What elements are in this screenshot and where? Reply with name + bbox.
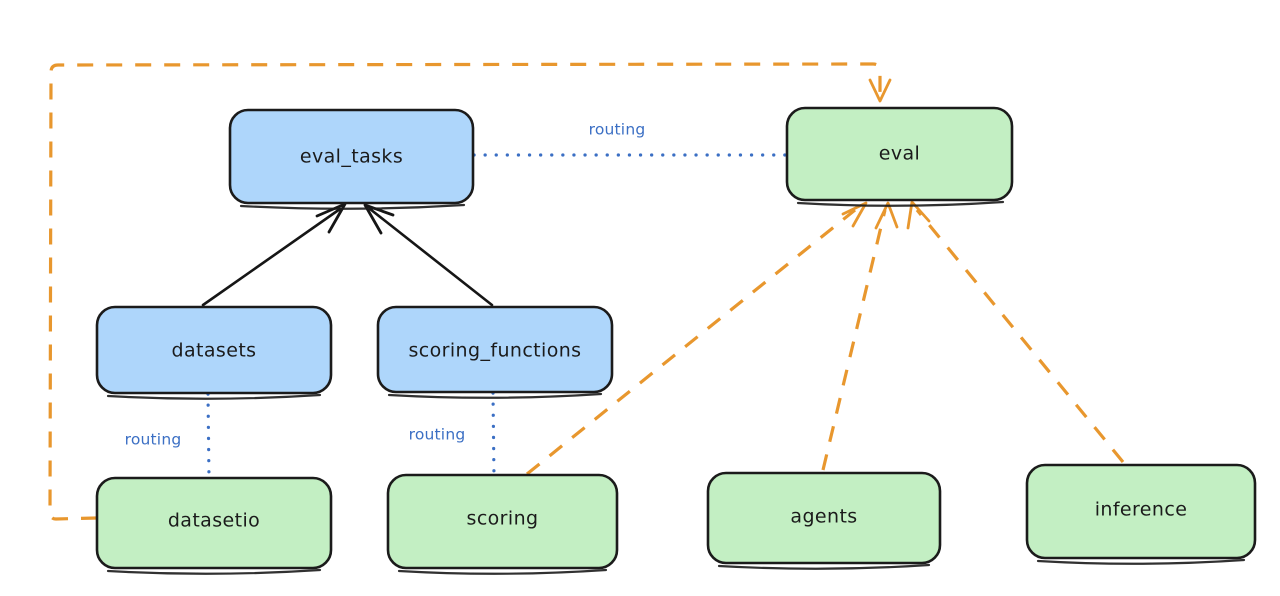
node-label-eval: eval — [879, 143, 920, 165]
edge-label-routing-eval: routing — [589, 121, 646, 139]
node-scoring[interactable]: scoring — [386, 473, 619, 575]
edge-agents-eval[interactable] — [821, 201, 899, 471]
node-label-scoring: scoring — [467, 508, 539, 530]
node-eval-tasks[interactable]: eval_tasks — [228, 108, 475, 210]
edge-datasetio-eval[interactable] — [48, 62, 892, 521]
edge-datasets-datasetio[interactable] — [206, 392, 211, 480]
edge-scoring-eval[interactable] — [525, 201, 868, 476]
node-label-inference: inference — [1095, 499, 1188, 521]
node-label-datasets: datasets — [172, 340, 257, 362]
node-label-eval-tasks: eval_tasks — [300, 146, 403, 168]
node-agents[interactable]: agents — [706, 471, 942, 570]
node-datasetio[interactable]: datasetio — [95, 476, 333, 575]
node-scoring-functions[interactable]: scoring_functions — [376, 305, 614, 399]
node-label-agents: agents — [790, 506, 857, 528]
node-inference[interactable]: inference — [1025, 463, 1257, 565]
edge-label-routing-datasetio: routing — [125, 431, 182, 449]
node-label-scoring-functions: scoring_functions — [409, 340, 582, 362]
node-datasets[interactable]: datasets — [95, 305, 333, 400]
edge-scoring-functions-scoring[interactable] — [491, 391, 496, 478]
edge-label-layer: routing routing routing — [125, 121, 646, 449]
edge-layer — [48, 62, 1125, 521]
node-eval[interactable]: eval — [785, 106, 1014, 207]
edge-datasets-eval-tasks[interactable] — [201, 202, 347, 307]
edge-label-routing-scoring: routing — [409, 426, 466, 444]
edge-scoring-functions-eval-tasks[interactable] — [363, 203, 494, 307]
node-label-datasetio: datasetio — [168, 510, 260, 532]
node-layer: eval_tasks eval datasets scoring_functio… — [95, 106, 1257, 575]
edge-inference-eval[interactable] — [906, 200, 1125, 464]
